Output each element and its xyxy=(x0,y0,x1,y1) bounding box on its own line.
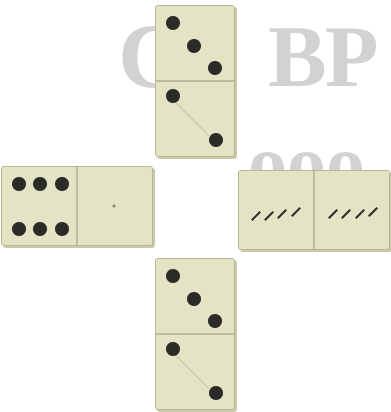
domino-bottom-half-1 xyxy=(156,259,234,333)
pip xyxy=(12,222,26,236)
pip xyxy=(33,222,47,236)
domino-left-half-1 xyxy=(2,167,76,245)
pip xyxy=(187,292,201,306)
center-mark xyxy=(113,205,116,208)
pip xyxy=(55,222,69,236)
domino-top-half-1 xyxy=(156,6,234,80)
pip xyxy=(166,342,180,356)
tile-scratch xyxy=(264,211,274,221)
watermark-bp: BP xyxy=(268,14,376,102)
pip xyxy=(187,39,201,53)
pip xyxy=(12,177,26,191)
pip xyxy=(166,16,180,30)
pip xyxy=(208,61,222,75)
tile-scratch xyxy=(368,207,378,217)
domino-top[interactable] xyxy=(155,5,235,157)
domino-left[interactable] xyxy=(1,166,153,246)
tile-scratch xyxy=(291,207,301,217)
pip xyxy=(208,314,222,328)
pip xyxy=(209,386,223,400)
pip xyxy=(166,269,180,283)
domino-bottom-half-2 xyxy=(156,333,234,409)
domino-top-half-2 xyxy=(156,80,234,156)
pip xyxy=(33,177,47,191)
pip xyxy=(209,133,223,147)
tile-scratch xyxy=(173,100,209,136)
pip xyxy=(55,177,69,191)
tile-scratch xyxy=(277,209,287,219)
tile-scratch xyxy=(355,209,365,219)
tile-scratch xyxy=(251,211,261,221)
tile-scratch xyxy=(328,209,338,219)
pip xyxy=(166,89,180,103)
tile-scratch xyxy=(173,353,209,389)
domino-right-half-1 xyxy=(239,171,313,249)
domino-bottom[interactable] xyxy=(155,258,235,410)
domino-left-half-2 xyxy=(76,167,152,245)
domino-right[interactable] xyxy=(238,170,390,250)
domino-right-half-2 xyxy=(313,171,389,249)
tile-scratch xyxy=(341,209,351,219)
